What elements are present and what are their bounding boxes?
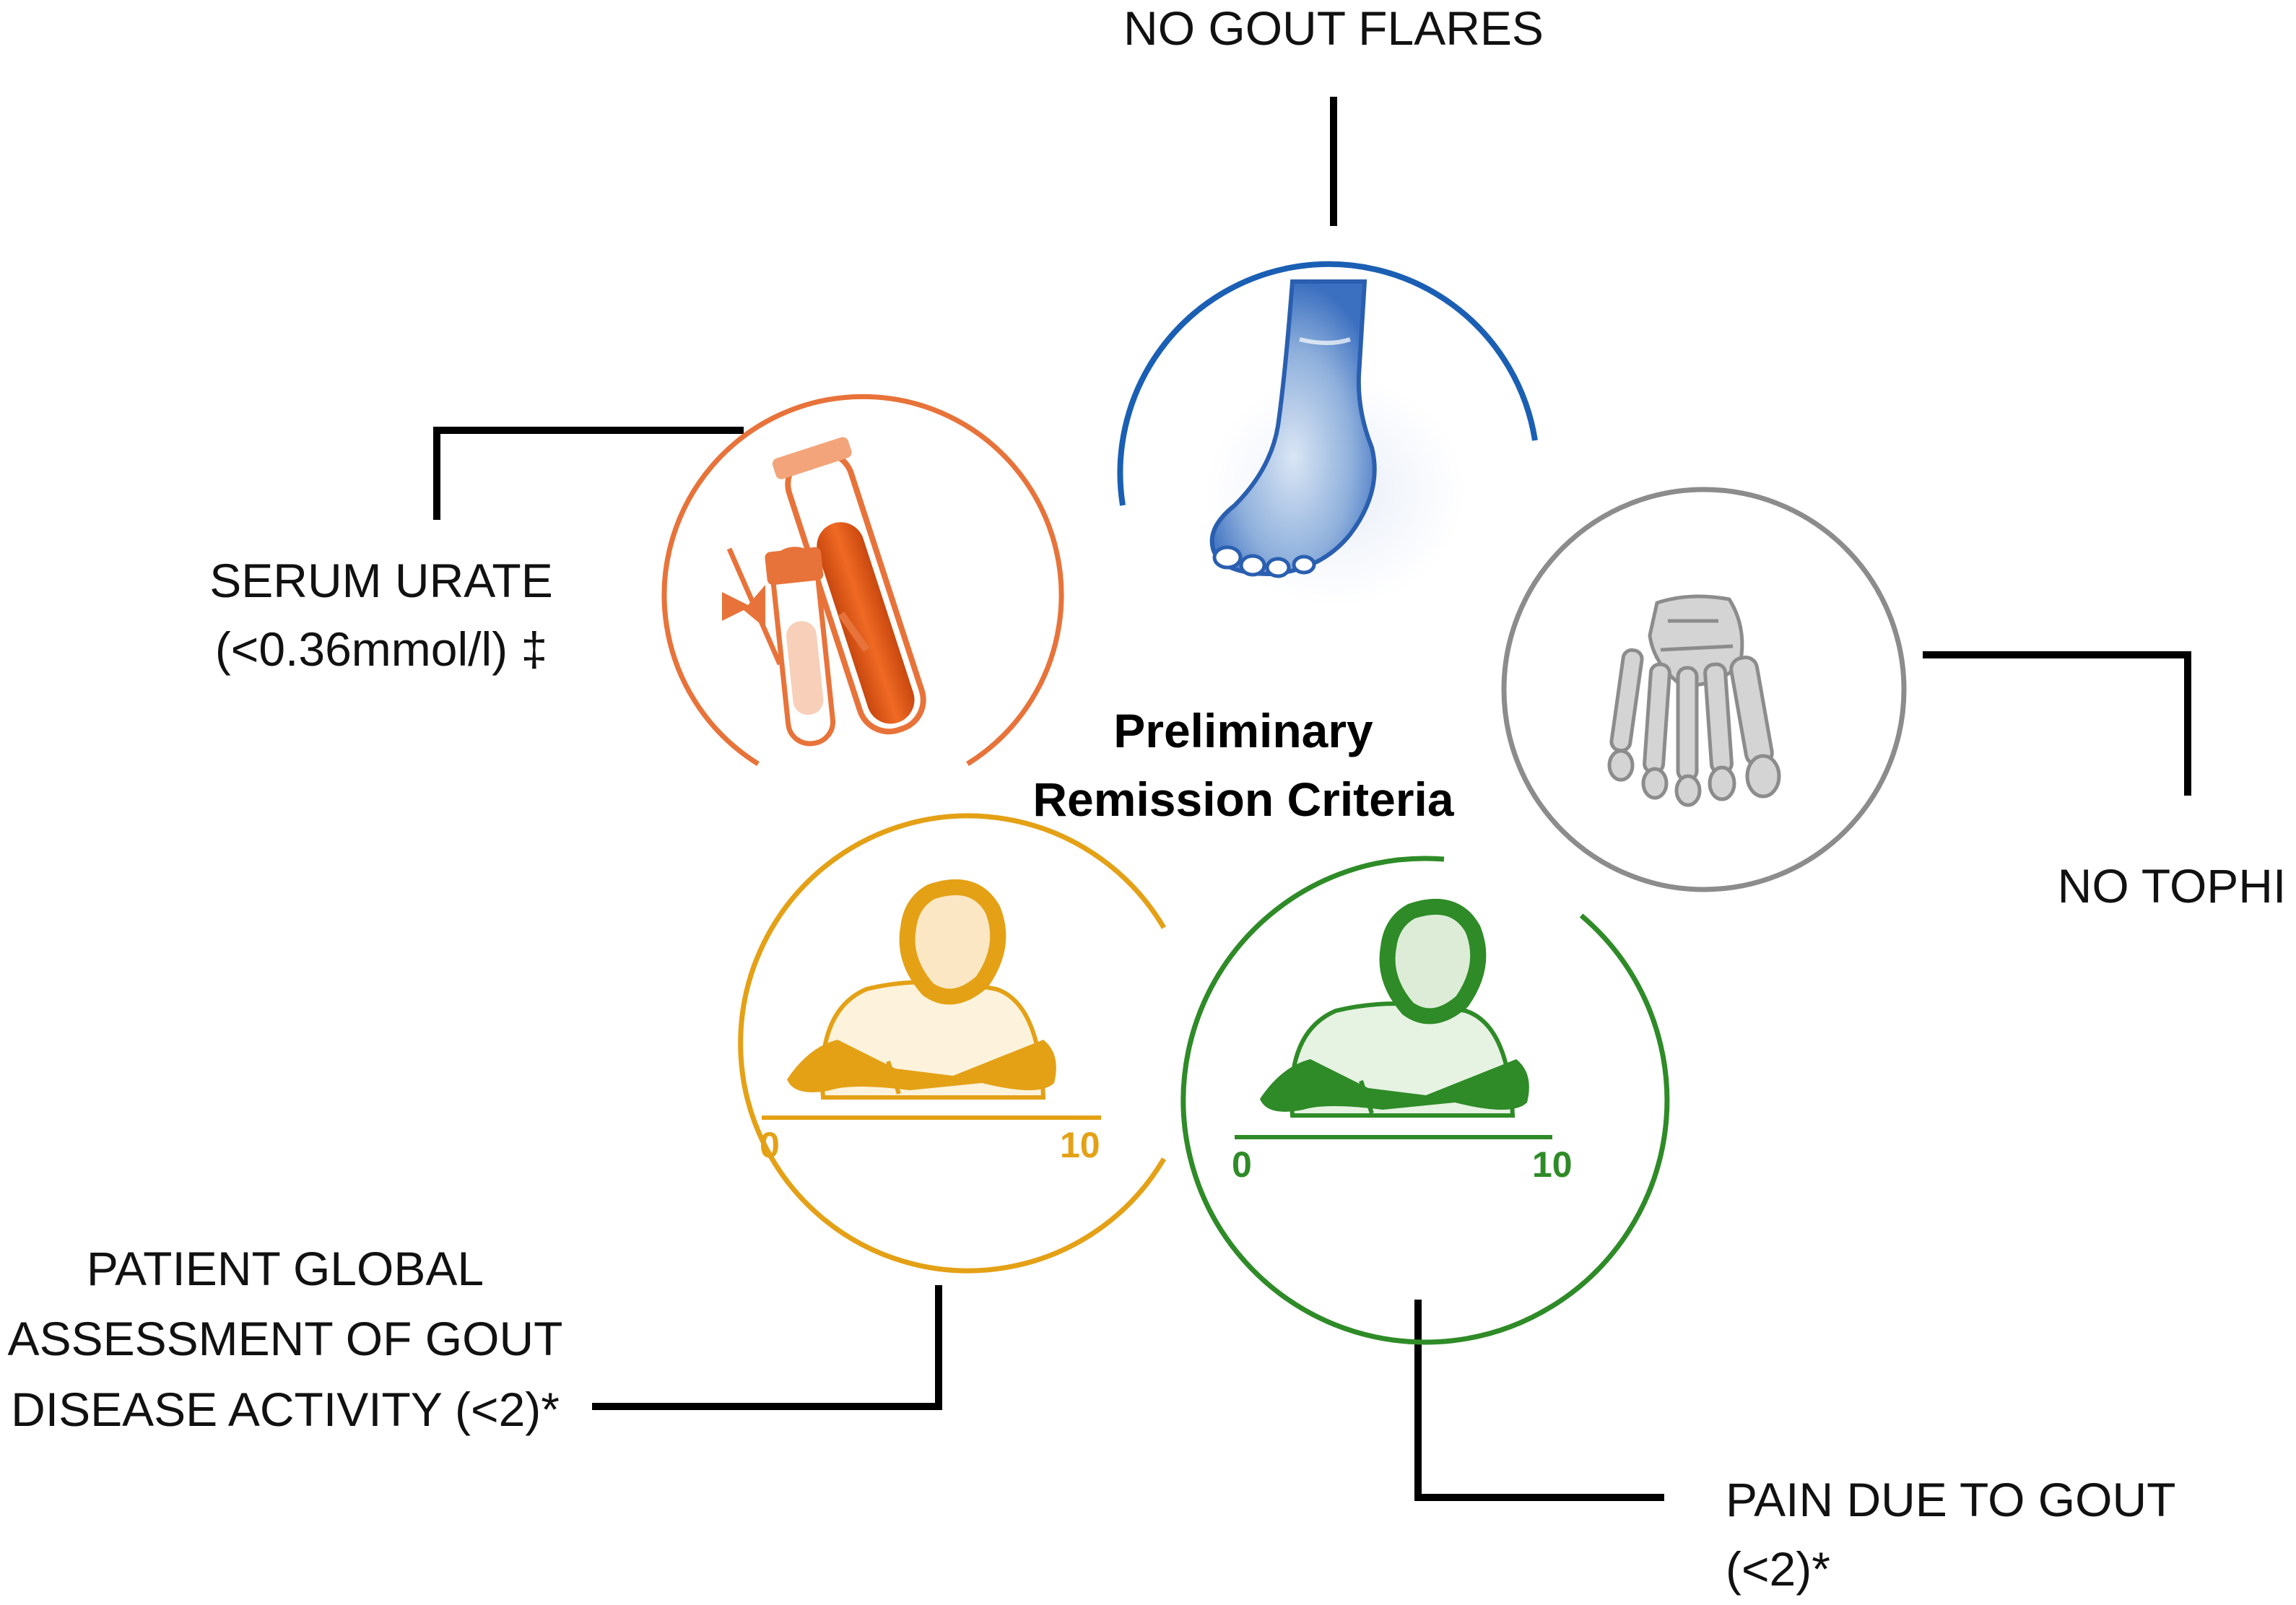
connector-urate: [433, 427, 744, 520]
criterion-tophi: [1501, 487, 1907, 892]
label-tophi: NO TOPHI: [2058, 859, 2287, 913]
connector-pain: [1414, 1300, 1664, 1501]
connector-global: [592, 1285, 942, 1410]
label-pain-line2: (<2)*: [1726, 1542, 1830, 1596]
scale-max-global: 10: [1060, 1125, 1100, 1165]
circle-global: [738, 813, 1167, 1274]
foot-skeleton-icon: [1607, 594, 1781, 807]
criterion-global: 0 10: [738, 813, 1167, 1274]
center-title-line2: Remission Criteria: [1032, 773, 1454, 826]
center-title-line1: Preliminary: [1113, 704, 1373, 757]
circle-flares: [1117, 261, 1538, 506]
circle-tophi: [1501, 487, 1907, 892]
scale-min-pain: 0: [1232, 1144, 1252, 1185]
circle-pain: [1180, 856, 1670, 1345]
connector-tophi: [1923, 651, 2191, 796]
label-flares: NO GOUT FLARES: [1123, 1, 1544, 55]
criterion-pain: 0 10: [1180, 856, 1670, 1345]
patient-writing-icon: 0 10: [760, 879, 1101, 1165]
label-urate-line1: SERUM URATE: [209, 554, 552, 607]
label-pain-line1: PAIN DUE TO GOUT: [1726, 1473, 2175, 1526]
criterion-flares: [1117, 261, 1538, 606]
scale-min-global: 0: [760, 1125, 780, 1165]
label-urate-line2: (<0.36mmol/l) ‡: [215, 622, 547, 676]
circle-urate: [661, 393, 1064, 766]
blood-tube-icon: [722, 437, 926, 747]
criterion-urate: [661, 393, 1064, 766]
label-global-line2: ASSESSMENT OF GOUT: [8, 1312, 563, 1365]
scale-max-pain: 10: [1532, 1144, 1573, 1185]
label-global-line3: DISEASE ACTIVITY (<2)*: [11, 1383, 560, 1436]
patient-writing-icon: 0 10: [1232, 898, 1573, 1185]
label-global-line1: PATIENT GLOBAL: [87, 1242, 484, 1295]
foot-icon: [1209, 279, 1377, 578]
